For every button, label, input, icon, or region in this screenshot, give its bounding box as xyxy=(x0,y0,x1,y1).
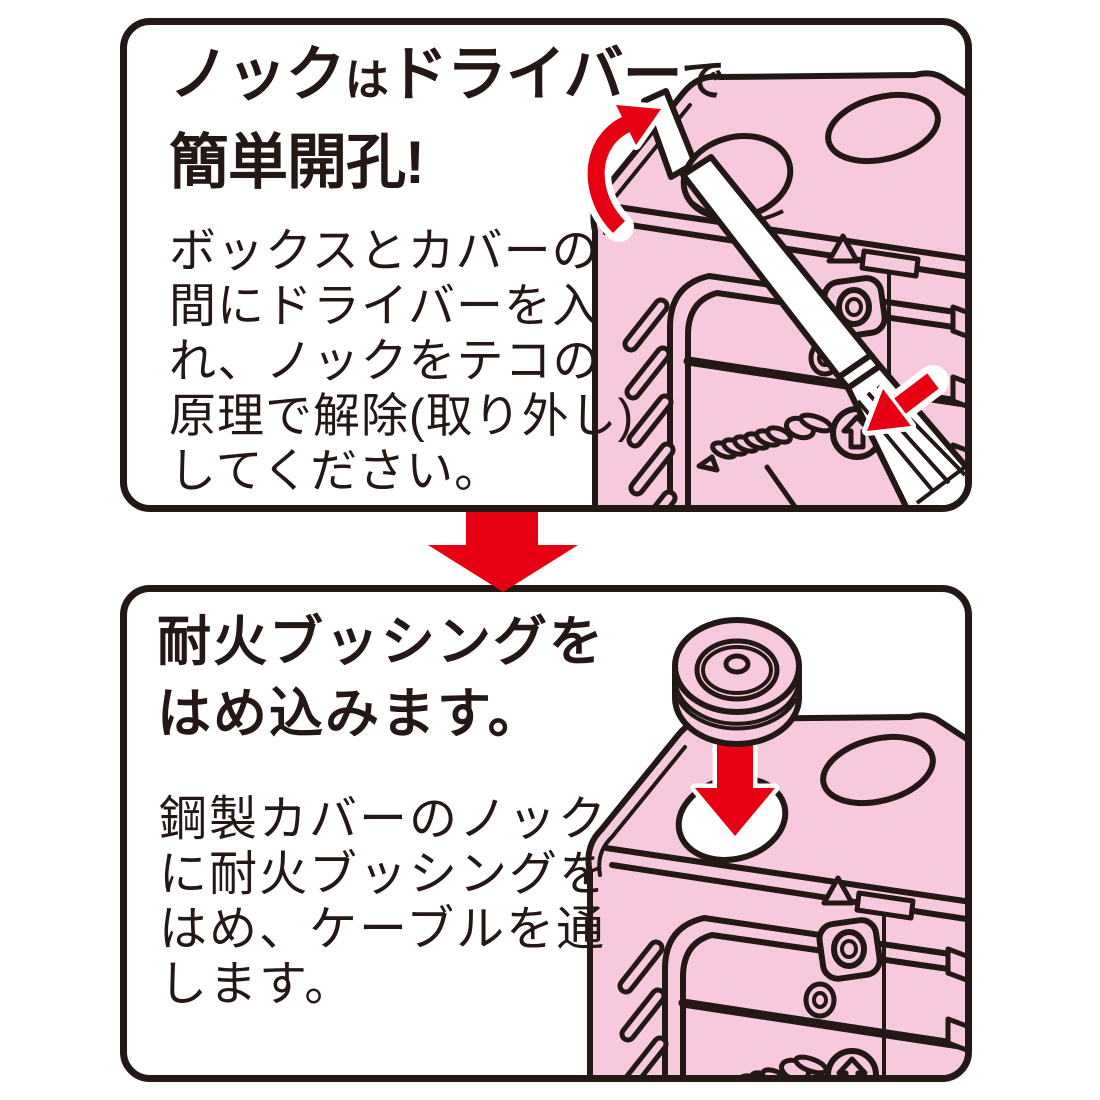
step1-title-line2: 簡単開孔! xyxy=(169,129,425,196)
step2-description-line: に耐火ブッシングを xyxy=(159,848,610,901)
step1-description: ボックスとカバーの 間にドライバーを入 れ、ノックをテコの 原理で解除(取り外し… xyxy=(169,223,634,498)
step1-title-keyword-knock: ノック xyxy=(169,41,346,108)
fireproof-bushing-figure xyxy=(672,617,802,747)
step1-description-line: れ、ノックをテコの xyxy=(169,334,601,387)
step2-description-line: はめ、ケーブルを通 xyxy=(159,903,607,956)
step1-illustration xyxy=(581,25,965,505)
step2-illustration xyxy=(127,617,965,1075)
step1-title-line1: ノックはドライバーで xyxy=(169,39,726,127)
step2-description: 鋼製カバーのノック に耐火ブッシングを はめ、ケーブルを通 します。 xyxy=(159,792,609,1012)
step2-panel: 耐火ブッシングを はめ込みます。 鋼製カバーのノック に耐火ブッシングを はめ、… xyxy=(120,585,972,1082)
step2-description-line: 鋼製カバーのノック xyxy=(159,793,609,846)
step1-title-particle2: で xyxy=(681,56,726,105)
step1-panel: ノックはドライバーで 簡単開孔! ボックスとカバーの 間にドライバーを入 れ、ノ… xyxy=(120,18,972,512)
push-direction-arrow-icon xyxy=(862,365,949,436)
step1-title-keyword-driver: ドライバー xyxy=(387,41,683,108)
next-step-arrow-icon xyxy=(428,512,578,592)
step1-title-particle: は xyxy=(344,56,389,105)
step1-title: ノックはドライバーで 簡単開孔! xyxy=(169,39,726,199)
step2-title-line1: 耐火ブッシングを xyxy=(157,612,605,672)
step1-description-line: 原理で解除(取り外し) xyxy=(169,389,635,442)
pry-rotation-arrow-icon xyxy=(581,100,666,242)
step2-description-line: します。 xyxy=(159,958,355,1011)
step2-title-line2: はめ込みます。 xyxy=(157,684,544,744)
step1-description-line: してください。 xyxy=(169,444,503,497)
step1-description-line: ボックスとカバーの xyxy=(169,224,600,277)
step2-title: 耐火ブッシングを はめ込みます。 xyxy=(157,606,605,750)
step1-description-line: 間にドライバーを入 xyxy=(169,279,601,332)
